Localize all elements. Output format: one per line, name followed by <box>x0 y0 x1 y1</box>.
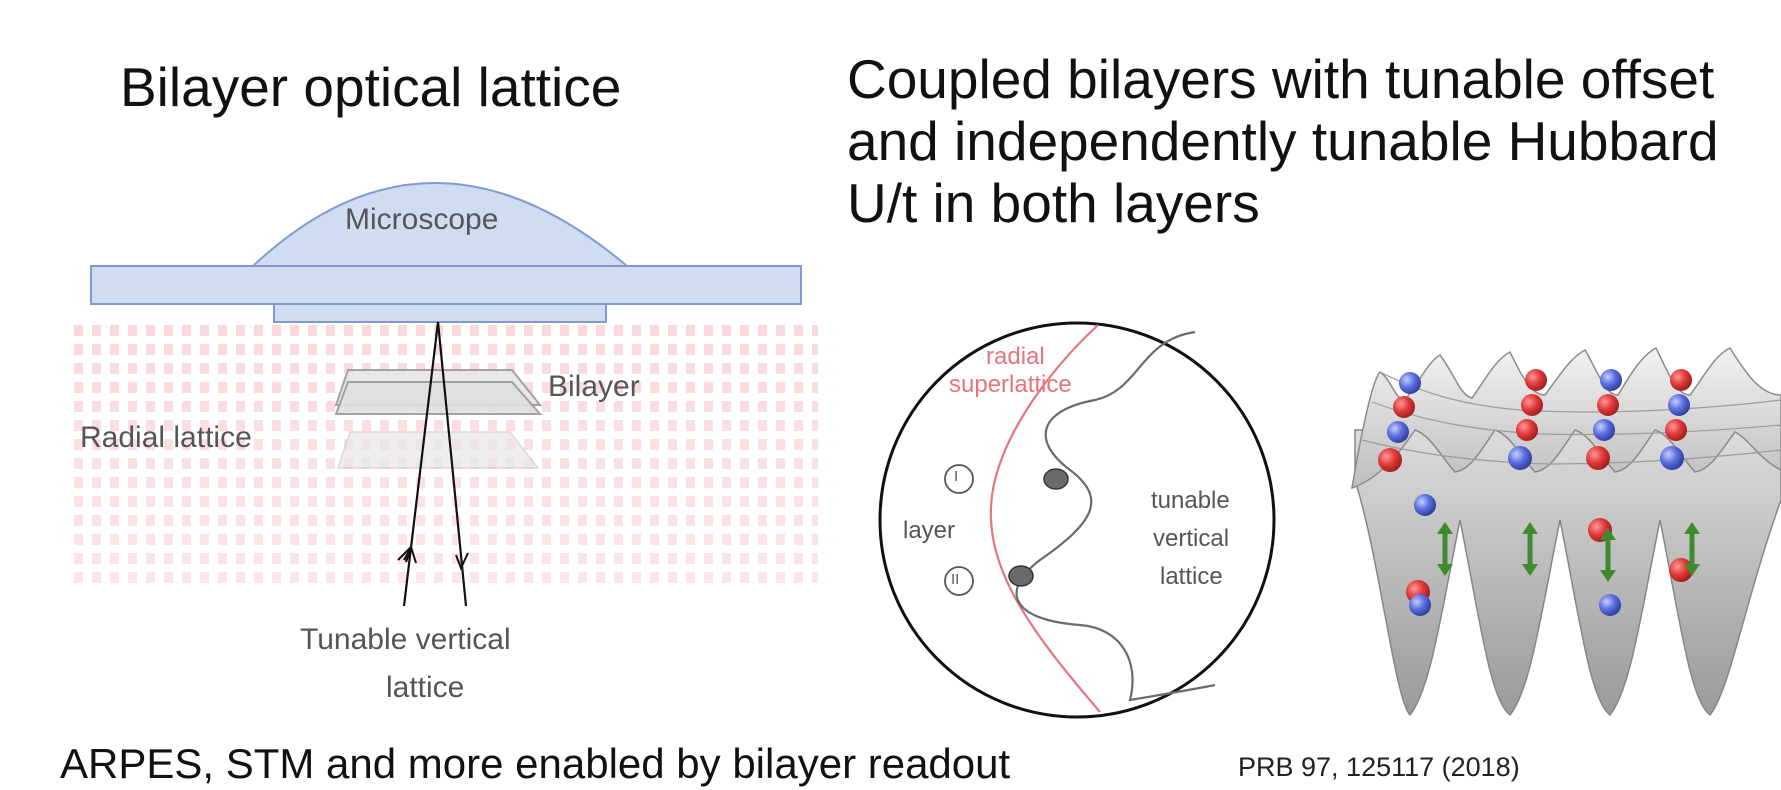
top-layer-atoms <box>1378 369 1692 472</box>
vertical-lattice-label-line-1: Tunable vertical <box>300 623 511 656</box>
layer-marker-1: I <box>954 468 959 485</box>
right-title-line-3: U/t in both layers <box>847 172 1260 234</box>
layer-label: layer <box>903 517 956 544</box>
superlattice-circle <box>878 321 1276 719</box>
tunneling-arrows <box>1437 522 1700 582</box>
reference-citation: PRB 97, 125117 (2018) <box>1238 752 1520 782</box>
layer-marker-2: II <box>951 571 960 588</box>
microscope-label: Microscope <box>345 203 499 236</box>
radial-superlattice-label-line-1: radial <box>986 343 1045 370</box>
vertical-lattice-beams <box>397 321 469 607</box>
vertical-lattice-label-line-2: lattice <box>386 671 465 704</box>
tunable-label-line-2: vertical <box>1153 525 1230 552</box>
left-panel-title: Bilayer optical lattice <box>120 56 622 118</box>
bilayer-lattice-rendering <box>1351 346 1781 717</box>
microscope-objective <box>90 182 802 323</box>
tunable-label-line-3: lattice <box>1160 563 1223 590</box>
right-panel-title: Coupled bilayers with tunable offset and… <box>847 48 1719 234</box>
tunable-label-line-1: tunable <box>1151 487 1230 514</box>
footer-caption: ARPES, STM and more enabled by bilayer r… <box>60 740 1011 787</box>
right-title-line-2: and independently tunable Hubbard <box>847 110 1719 172</box>
radial-superlattice-label-line-2: superlattice <box>949 371 1072 398</box>
bilayer-planes <box>334 369 543 469</box>
bilayer-label: Bilayer <box>548 370 640 403</box>
radial-lattice-label: Radial lattice <box>80 421 252 454</box>
right-title-line-1: Coupled bilayers with tunable offset <box>847 48 1715 110</box>
